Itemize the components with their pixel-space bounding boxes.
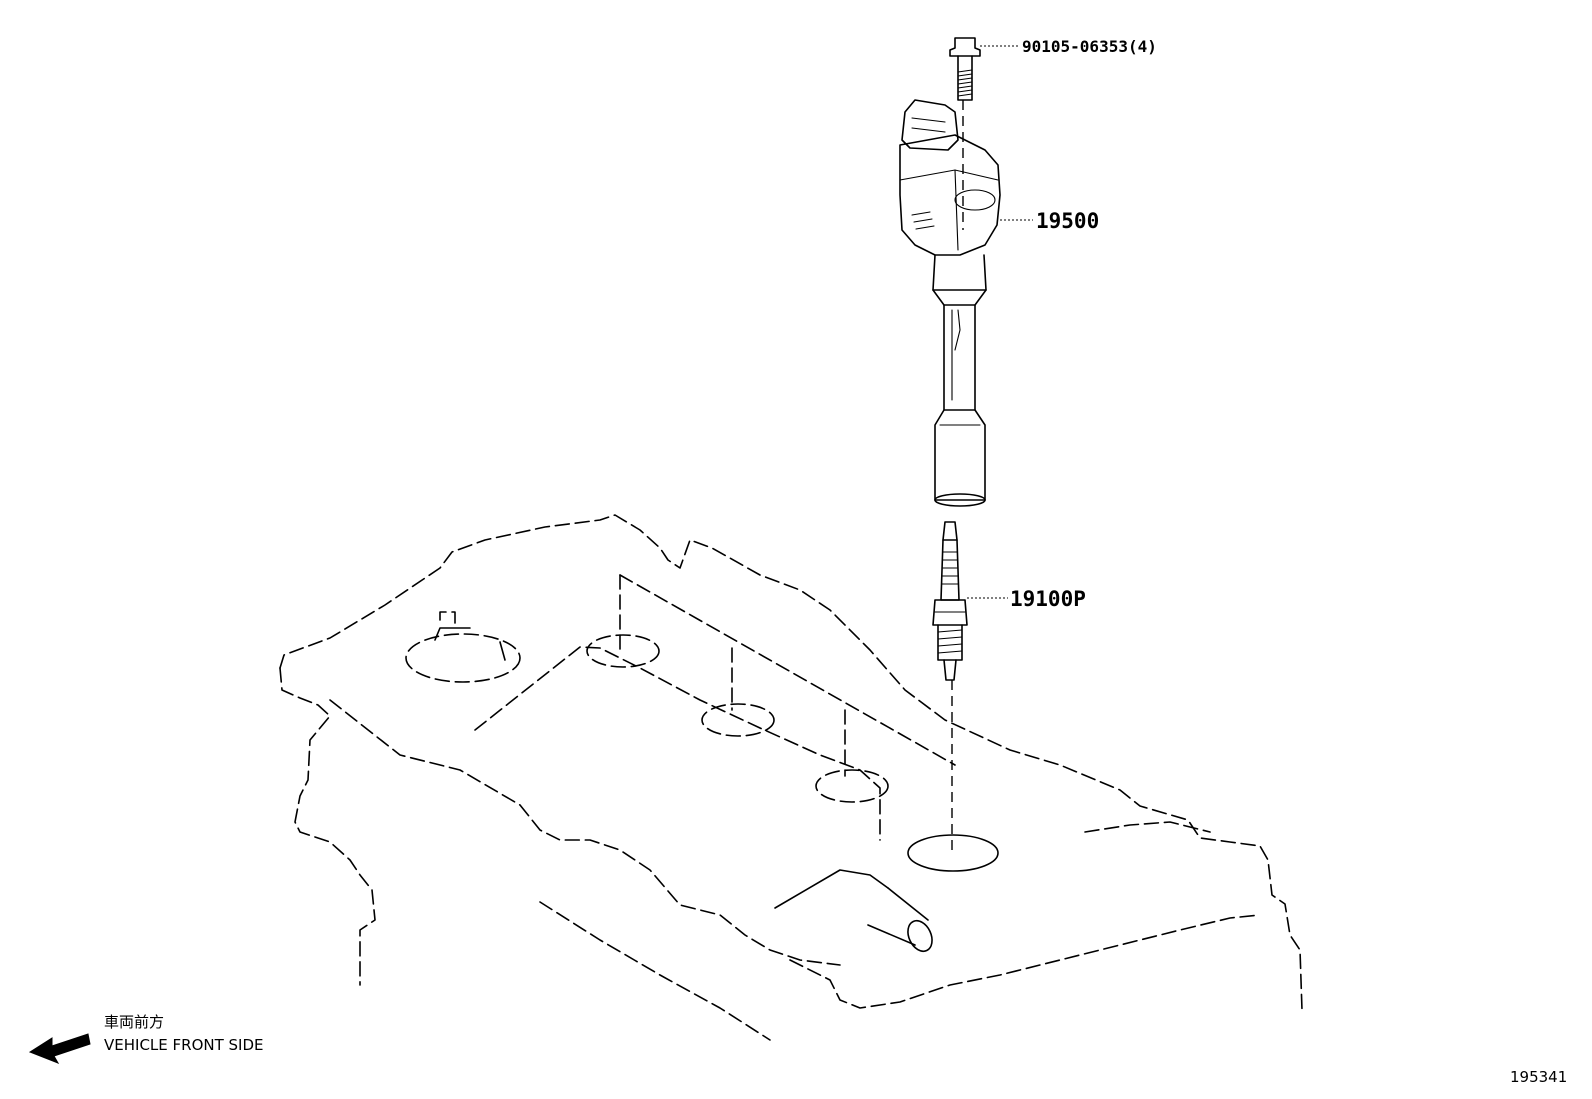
ignition-coil-part <box>899 99 1001 507</box>
bolt-part-number: 90105-06353(4) <box>1022 37 1157 56</box>
spark-plug-part <box>932 521 968 681</box>
ignition-coil-part-number: 19500 <box>1036 209 1099 233</box>
spark-plug-part-number: 19100P <box>1010 587 1086 611</box>
vehicle-front-arrow-icon <box>28 1033 91 1064</box>
direction-note-japanese: 車両前方 <box>104 1013 164 1031</box>
direction-note-english: VEHICLE FRONT SIDE <box>104 1036 264 1054</box>
figure-number: 195341 <box>1510 1068 1567 1086</box>
bolt-part <box>949 37 981 101</box>
cylinder-head-cover-outline <box>279 514 1303 1041</box>
